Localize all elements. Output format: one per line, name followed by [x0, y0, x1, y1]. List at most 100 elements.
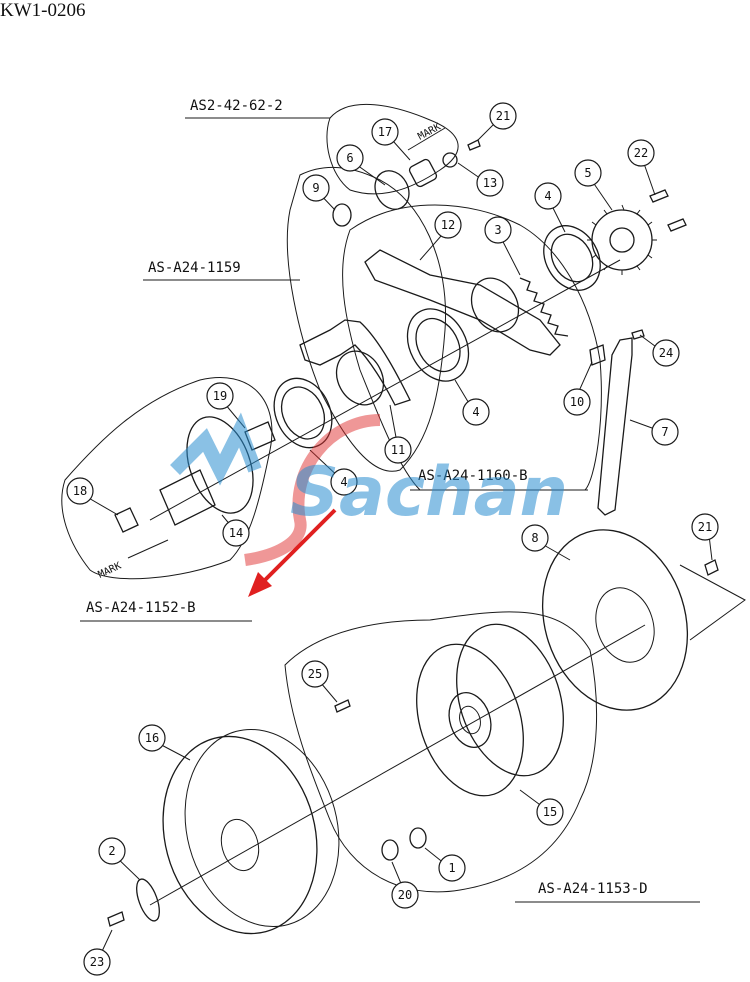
mark-arrow-upper [407, 127, 446, 151]
assembly-label-as-a24-1159: AS-A24-1159 [143, 260, 300, 281]
callout-label: 10 [570, 395, 584, 409]
callout-label: 20 [398, 888, 412, 902]
red-arrow-head [248, 572, 272, 597]
callout-label: 13 [483, 176, 497, 190]
callout-1: 1 [438, 854, 466, 882]
pin-part-24 [631, 329, 645, 340]
callout-4-upper: 4 [534, 182, 562, 210]
callout-8: 8 [521, 524, 549, 552]
callout-label: 14 [229, 526, 243, 540]
svg-text:AS-A24-1159: AS-A24-1159 [148, 260, 241, 276]
callout-label: 21 [698, 520, 712, 534]
callout-label: 5 [584, 166, 591, 180]
pin-part-20 [381, 839, 399, 861]
screw-part-22-a [649, 189, 669, 203]
ring-part-4-upper-inner [550, 233, 594, 283]
callout-label: 15 [543, 805, 557, 819]
callout-label: 24 [659, 346, 673, 360]
callout-22: 22 [627, 139, 655, 167]
assembly-label-as-a24-1153-d: AS-A24-1153-D [515, 881, 700, 903]
assembly-label-as-a24-1160-b: AS-A24-1160-B [410, 468, 588, 491]
callout-label: 23 [90, 955, 104, 969]
callout-19: 19 [206, 382, 234, 410]
ring-part-4-middle-inner [415, 317, 461, 373]
boundary-as-a24-1153-d [284, 611, 598, 893]
disc-part-8 [541, 529, 689, 711]
boundary-as-a24-1152-b [61, 376, 273, 580]
mark-arrow-lower [127, 539, 169, 559]
drum-part-15-back [456, 623, 564, 777]
gear-part-6 [374, 170, 410, 210]
boss-ring-2 [470, 277, 520, 333]
callout-label: 12 [441, 218, 455, 232]
disc-part-8-inner [595, 587, 655, 663]
callout-label: 16 [145, 731, 159, 745]
callout-14: 14 [222, 519, 250, 547]
watermark-text: Sachan [290, 453, 568, 532]
assembly-label-as2-42-62-2: AS2-42-62-2 [185, 98, 330, 119]
bushing-part-18 [114, 507, 139, 533]
center-axis-lower [149, 624, 646, 906]
callout-17: 17 [371, 118, 399, 146]
callout-label: 18 [73, 484, 87, 498]
callout-16: 16 [138, 724, 166, 752]
drum-part-15-bore [459, 705, 481, 735]
link-part-7 [597, 337, 633, 516]
washer-part-13 [442, 152, 458, 168]
callout-label: 21 [496, 109, 510, 123]
svg-text:AS-A24-1153-D: AS-A24-1153-D [538, 881, 648, 897]
callout-label: 3 [494, 223, 501, 237]
watermark-m-mark [170, 412, 262, 486]
disc-part-16-hole [220, 818, 260, 872]
callout-2: 2 [98, 837, 126, 865]
callout-label: 1 [448, 861, 455, 875]
svg-text:AS2-42-62-2: AS2-42-62-2 [190, 98, 283, 114]
leaders [79, 117, 713, 963]
callout-4-middle: 4 [462, 398, 490, 426]
screw-part-21-top [467, 139, 481, 151]
assembly-label-as-a24-1152-b: AS-A24-1152-B [80, 600, 252, 622]
disc-part-16-edge [184, 728, 340, 928]
ring-part-4-upper [543, 225, 601, 291]
boundary-as2-42-62-2 [326, 103, 459, 195]
callout-20: 20 [391, 881, 419, 909]
callout-label: 22 [634, 146, 648, 160]
callout-9: 9 [302, 174, 330, 202]
callout-label: 2 [108, 844, 115, 858]
disc-part-8-wedge [679, 564, 746, 641]
boundary-as-a24-1159 [286, 166, 447, 472]
washer-part-2 [136, 878, 160, 922]
ring-part-4-middle [406, 308, 470, 382]
callout-23: 23 [83, 948, 111, 976]
watermark-red-swoosh [244, 414, 381, 566]
callout-label: 19 [213, 389, 227, 403]
drum-part-15-hub [448, 692, 492, 748]
screw-part-23 [107, 911, 125, 927]
callout-5: 5 [574, 159, 602, 187]
nut-part-9 [332, 203, 352, 227]
ring-part-4-lower-inner [280, 386, 326, 440]
boundary-as-a24-1160-b [342, 204, 602, 491]
callout-label: 6 [346, 151, 353, 165]
callout-label: 8 [531, 531, 538, 545]
svg-text:AS-A24-1160-B: AS-A24-1160-B [418, 468, 528, 484]
callout-11: 11 [384, 436, 412, 464]
callout-21-lower: 21 [691, 513, 719, 541]
callout-25: 25 [301, 660, 329, 688]
callout-4-lower: 4 [330, 468, 358, 496]
callout-24: 24 [652, 339, 680, 367]
callout-18: 18 [66, 477, 94, 505]
red-arrow-line [258, 508, 337, 587]
callout-3: 3 [484, 216, 512, 244]
collar-part-17 [408, 158, 438, 188]
callout-7: 7 [651, 418, 679, 446]
bracket-part-11 [299, 319, 411, 406]
callout-label: 17 [378, 125, 392, 139]
callout-label: 9 [312, 181, 319, 195]
callout-label: 11 [391, 443, 405, 457]
callout-6: 6 [336, 144, 364, 172]
page-title: KW1-0206 [0, 0, 86, 21]
screw-part-21-lower [704, 559, 719, 576]
disc-part-16 [162, 735, 318, 935]
